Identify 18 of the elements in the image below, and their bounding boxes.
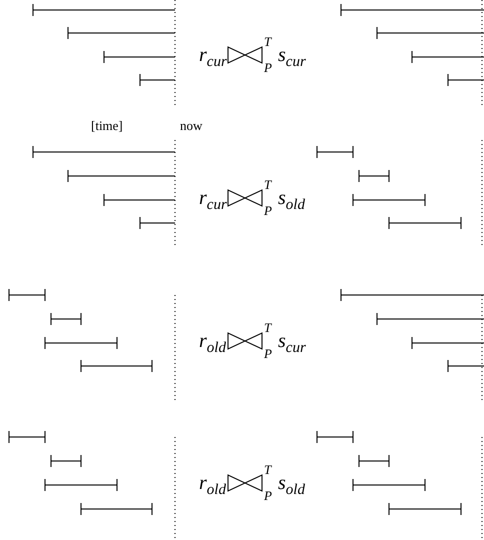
subscript-label: P [264, 347, 272, 360]
subscript-label: P [264, 61, 272, 74]
superscript-label: T [264, 178, 272, 191]
superscript-label: T [264, 321, 272, 334]
time-label: now [180, 119, 202, 132]
relation-symbol: r$_{old}$ [199, 473, 226, 498]
relation-symbol: s$_{cur}$ [278, 331, 306, 356]
relation-symbol: s$_{old}$ [278, 473, 305, 498]
relation-symbol: r$_{cur}$ [199, 188, 227, 213]
superscript-label: T [264, 463, 272, 476]
subscript-label: P [264, 489, 272, 502]
axis-label: [time] [91, 119, 123, 132]
relation-symbol: s$_{old}$ [278, 188, 305, 213]
relation-symbol: r$_{cur}$ [199, 45, 227, 70]
subscript-label: P [264, 204, 272, 217]
superscript-label: T [264, 35, 272, 48]
relation-symbol: s$_{cur}$ [278, 45, 306, 70]
relation-symbol: r$_{old}$ [199, 331, 226, 356]
